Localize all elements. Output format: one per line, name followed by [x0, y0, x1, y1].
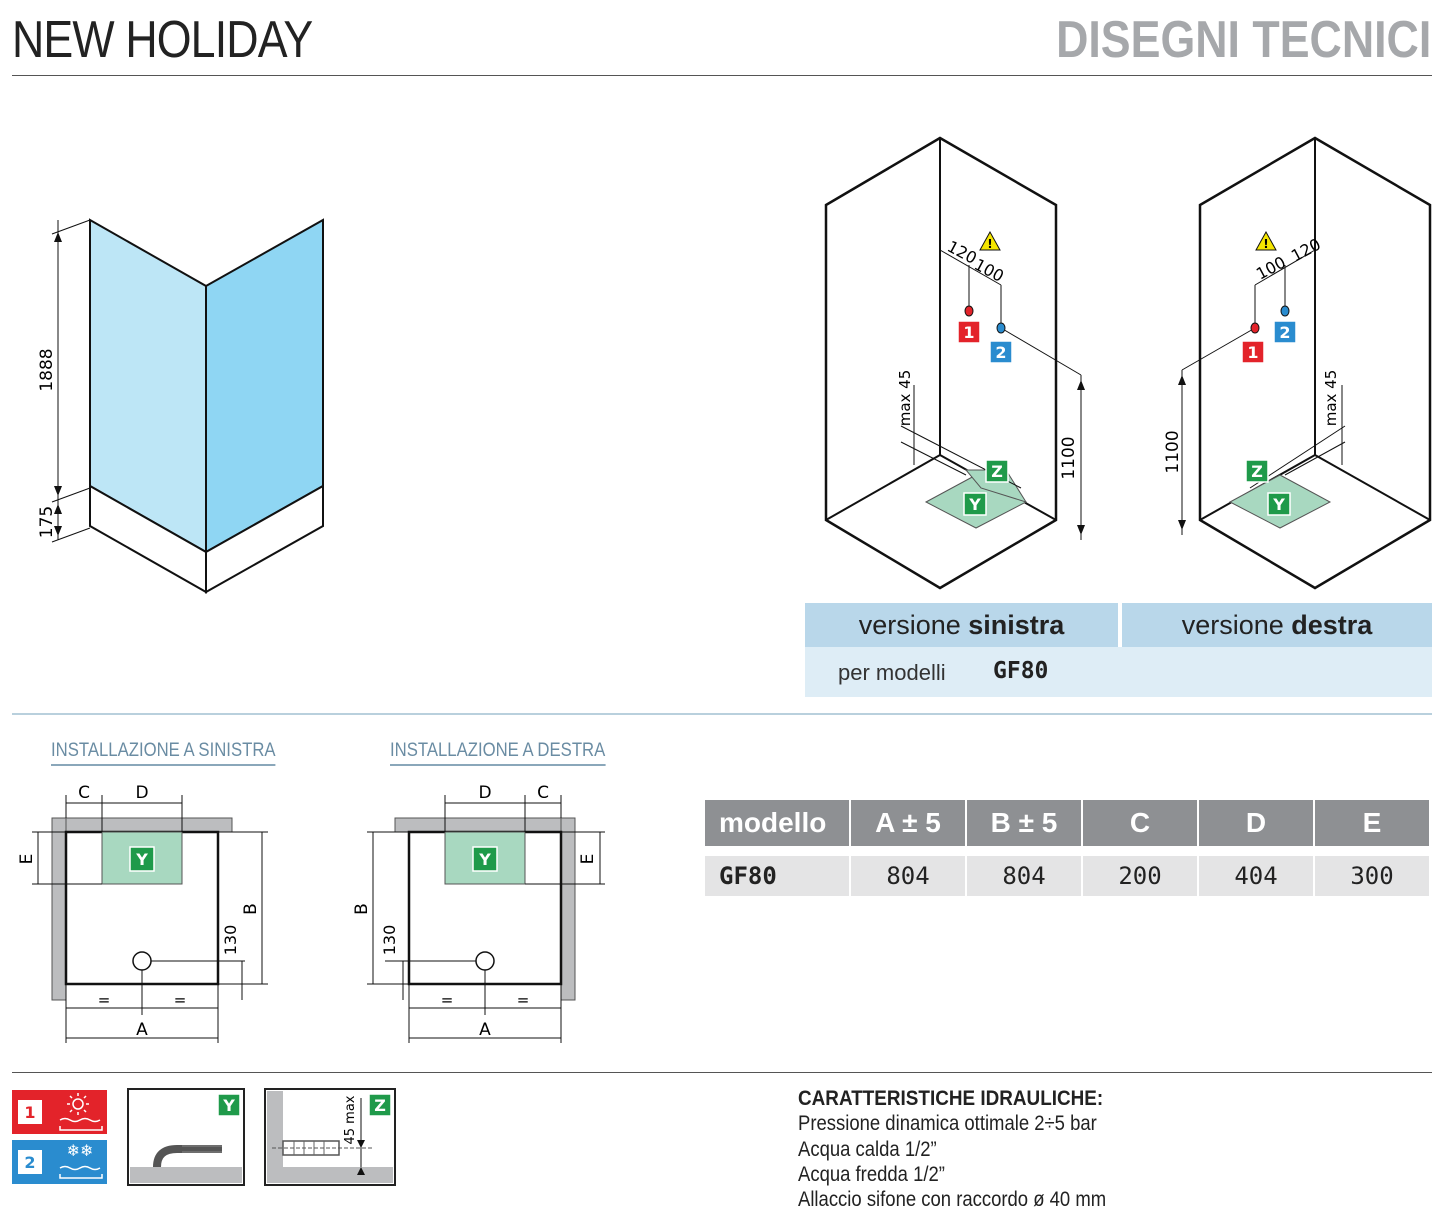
table-row: GF80 804 804 200 404 300 — [705, 846, 1429, 896]
header-b: B ± 5 — [967, 800, 1081, 846]
svg-text:!: ! — [1263, 237, 1268, 251]
technical-view-right: max 45 1100 100 120 ! 1 2 Z Y — [1163, 136, 1432, 590]
hydraulics-line: Acqua fredda 1/2” — [798, 1163, 945, 1186]
svg-text:1: 1 — [1247, 343, 1258, 362]
svg-text:D: D — [135, 783, 148, 803]
svg-text:=: = — [174, 991, 187, 1009]
svg-text:A: A — [479, 1020, 491, 1040]
hydraulics-title: CARATTERISTICHE IDRAULICHE: — [798, 1087, 1104, 1110]
svg-text:D: D — [478, 783, 491, 803]
svg-text:Z: Z — [374, 1096, 386, 1115]
header-a: A ± 5 — [851, 800, 965, 846]
svg-text:Y: Y — [135, 850, 148, 869]
hydraulics-line: Acqua calda 1/2” — [798, 1138, 937, 1161]
svg-text:max 45: max 45 — [896, 370, 914, 427]
svg-text:Y: Y — [968, 495, 981, 514]
cold-fitting-icon — [996, 322, 1006, 334]
svg-text:!: ! — [987, 237, 992, 251]
svg-text:max 45: max 45 — [1322, 370, 1340, 427]
per-modelli-label: per modelli — [838, 660, 946, 685]
siphon-y-legend: Y — [127, 1088, 245, 1186]
svg-text:E: E — [578, 854, 598, 865]
installation-left-title: INSTALLAZIONE A SINISTRA — [51, 740, 276, 766]
header-d: D — [1199, 800, 1313, 846]
version-models-bar — [805, 647, 1432, 697]
dim-175: 175 — [37, 506, 57, 538]
cell-b: 804 — [967, 846, 1081, 896]
section-title: DISEGNI TECNICI — [1055, 11, 1431, 69]
svg-text:Z: Z — [1251, 462, 1263, 481]
footer-divider — [12, 1072, 1432, 1073]
cell-e: 300 — [1315, 846, 1429, 896]
hot-fitting-icon — [964, 305, 974, 317]
snowflake-icon: ❄❄ — [67, 1141, 94, 1160]
cell-a: 804 — [851, 846, 965, 896]
svg-text:B: B — [241, 903, 261, 915]
installation-left-plan: Y C D E B 130 = = A — [17, 783, 268, 1043]
svg-text:1100: 1100 — [1163, 430, 1183, 473]
svg-text:Y: Y — [478, 850, 491, 869]
svg-text:2: 2 — [995, 343, 1006, 362]
installation-right-title: INSTALLAZIONE A DESTRA — [390, 740, 606, 766]
dim-1888: 1888 — [37, 348, 57, 391]
svg-text:=: = — [517, 991, 530, 1009]
svg-text:C: C — [537, 783, 549, 803]
siphon-z-legend: 45 max Z — [264, 1088, 396, 1186]
svg-text:B: B — [352, 903, 372, 915]
header-c: C — [1083, 800, 1197, 846]
svg-text:1100: 1100 — [1059, 436, 1079, 479]
svg-text:Y: Y — [1272, 495, 1285, 514]
svg-text:E: E — [17, 854, 37, 865]
technical-view-left: max 45 1100 120 100 ! 1 2 Z Y — [824, 136, 1085, 590]
version-left-label: versione sinistra — [805, 603, 1118, 647]
svg-text:=: = — [98, 991, 111, 1009]
header-e: E — [1315, 800, 1429, 846]
hydraulics-line: Pressione dinamica ottimale 2÷5 bar — [798, 1112, 1097, 1135]
header-divider — [12, 75, 1432, 76]
svg-text:130: 130 — [221, 925, 240, 956]
cell-model: GF80 — [705, 846, 849, 896]
spec-table: modello A ± 5 B ± 5 C D E GF80 804 804 2… — [703, 800, 1431, 896]
svg-text:Y: Y — [222, 1096, 235, 1115]
svg-text:C: C — [78, 783, 90, 803]
svg-text:Z: Z — [991, 462, 1003, 481]
cell-d: 404 — [1199, 846, 1313, 896]
svg-text:1: 1 — [963, 323, 974, 342]
warning-icon — [979, 230, 1001, 251]
warning-icon — [1255, 230, 1277, 251]
svg-text:2: 2 — [1279, 323, 1290, 342]
section-divider — [12, 713, 1432, 715]
hot-fitting-icon — [1250, 322, 1260, 334]
enclosure-drawing: 1888 175 — [37, 218, 324, 594]
svg-text:130: 130 — [380, 925, 399, 956]
installation-right-plan: Y D C E B 130 = = A — [352, 783, 605, 1043]
per-modelli-value: GF80 — [993, 658, 1049, 684]
water-legend: 1 2 ❄❄ — [12, 1090, 107, 1184]
cell-c: 200 — [1083, 846, 1197, 896]
header-modello: modello — [705, 800, 849, 846]
hydraulics-line: Allaccio sifone con raccordo ø 40 mm — [798, 1188, 1107, 1211]
page-title: NEW HOLIDAY — [12, 11, 313, 69]
svg-text:2: 2 — [24, 1153, 35, 1172]
cold-fitting-icon — [1280, 305, 1290, 317]
base-right — [205, 484, 324, 594]
svg-text:45 max: 45 max — [343, 1095, 358, 1144]
svg-text:=: = — [441, 991, 454, 1009]
svg-text:A: A — [136, 1020, 148, 1040]
version-right-label: versione destra — [1122, 603, 1432, 647]
svg-text:1: 1 — [24, 1103, 35, 1122]
sun-icon — [67, 1093, 89, 1115]
